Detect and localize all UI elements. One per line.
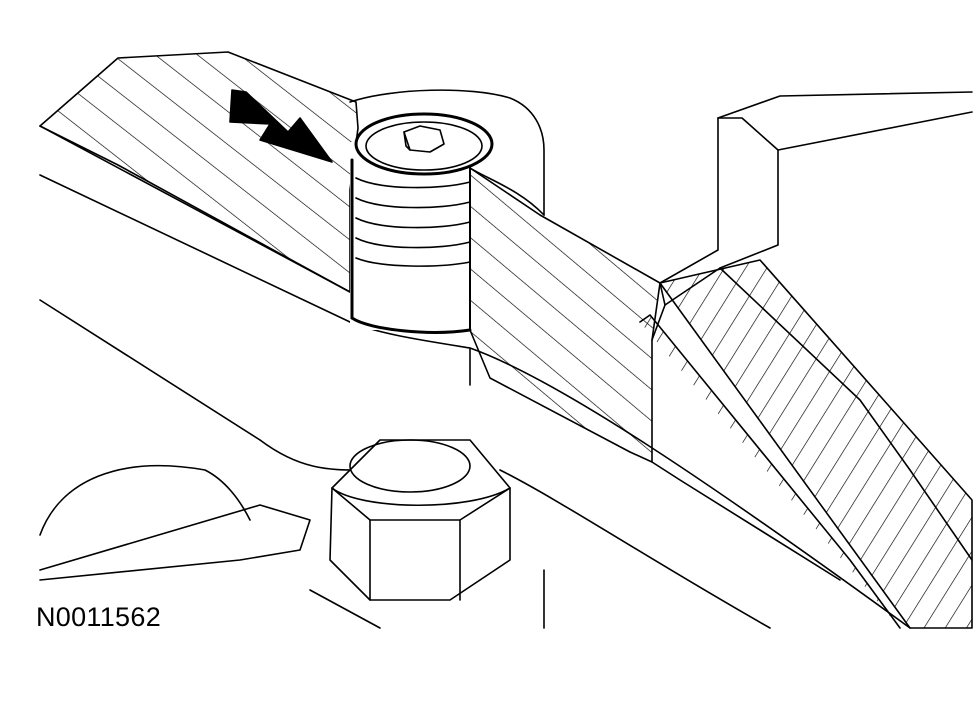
right-block [639, 91, 973, 629]
plate-edges [39, 125, 911, 629]
screw-boss [349, 89, 545, 216]
cap-screw [350, 112, 494, 334]
hex-nut [329, 439, 511, 601]
figure-id-label: N0011562 [36, 602, 162, 632]
pointer-arrow-icon [229, 89, 333, 163]
upper-section-hatched [39, 51, 661, 463]
